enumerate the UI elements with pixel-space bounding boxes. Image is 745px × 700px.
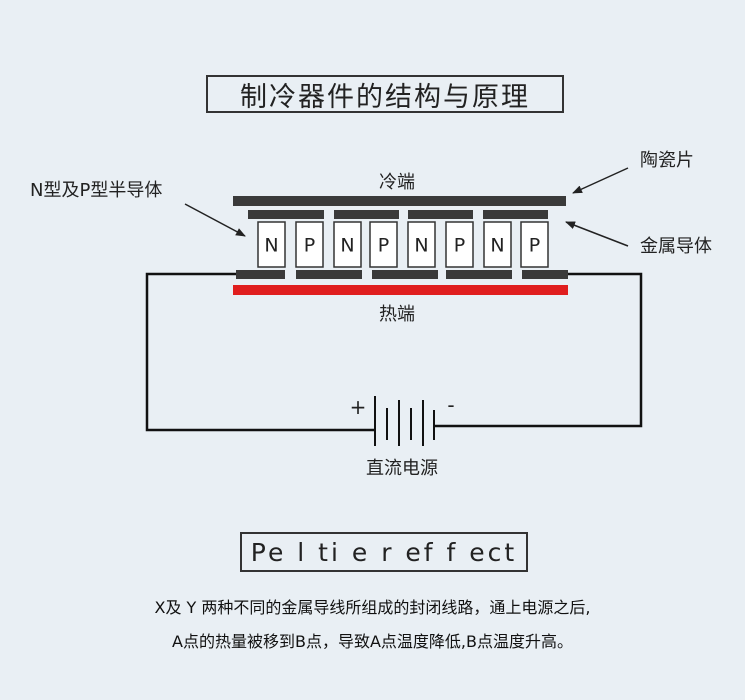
bottom-metal-conductors [236, 270, 568, 279]
semiconductor-leg-3 [333, 221, 362, 268]
semiconductor-leg-4 [369, 221, 398, 268]
description-line-2: A点的热量被移到B点，导致A点温度降低,B点温度升高。 [172, 632, 573, 651]
semiconductor-leg-5 [407, 221, 436, 268]
cold-end-label: 冷端 [379, 172, 415, 193]
top-conductor-1 [248, 210, 324, 219]
ceramic-arrow [572, 167, 629, 194]
ceramic-plate-label: 陶瓷片 [640, 150, 694, 171]
semiconductor-leg-label-1: N [264, 235, 278, 257]
hot-ceramic-plate [233, 285, 568, 295]
semiconductor-leg-1 [257, 221, 286, 268]
diagram-title: 制冷器件的结构与原理 [206, 75, 564, 113]
plus-sign: + [350, 395, 367, 419]
bottom-conductor-1 [236, 270, 285, 279]
semiconductor-leg-label-3: N [340, 235, 354, 257]
conductor-arrow [565, 221, 629, 247]
peltier-effect-title: Pe l ti e r ef f ect [240, 532, 528, 572]
semiconductor-arrow [184, 203, 246, 237]
semiconductor-leg-label-2: P [304, 235, 315, 257]
metal-conductor-label: 金属导体 [640, 236, 712, 257]
semiconductor-leg-label-6: P [454, 235, 465, 257]
semiconductor-leg-label-5: N [414, 235, 428, 257]
battery-icon [374, 396, 435, 446]
bottom-conductor-3 [372, 270, 438, 279]
semiconductor-leg-8 [520, 221, 549, 268]
semiconductor-leg-7 [483, 221, 512, 268]
circuit-wire [145, 272, 643, 432]
minus-sign: - [447, 393, 454, 417]
bottom-conductor-4 [446, 270, 512, 279]
hot-end-label: 热端 [379, 304, 415, 325]
top-metal-conductors [248, 210, 548, 219]
semiconductor-leg-label-7: N [490, 235, 504, 257]
power-source-label: 直流电源 [366, 458, 438, 479]
cold-ceramic-plate [233, 196, 566, 206]
description-line-1: X及 Y 两种不同的金属导线所组成的封闭线路，通上电源之后, [154, 598, 591, 617]
bottom-conductor-2 [296, 270, 362, 279]
top-conductor-3 [408, 210, 473, 219]
semiconductor-leg-2 [295, 221, 324, 268]
top-conductor-4 [483, 210, 548, 219]
semiconductor-leg-label-4: P [378, 235, 389, 257]
top-conductor-2 [334, 210, 399, 219]
semiconductor-leg-label-8: P [529, 235, 540, 257]
semiconductor-leg-6 [445, 221, 474, 268]
semiconductor-label: N型及P型半导体 [30, 180, 162, 201]
bottom-conductor-5 [522, 270, 568, 279]
